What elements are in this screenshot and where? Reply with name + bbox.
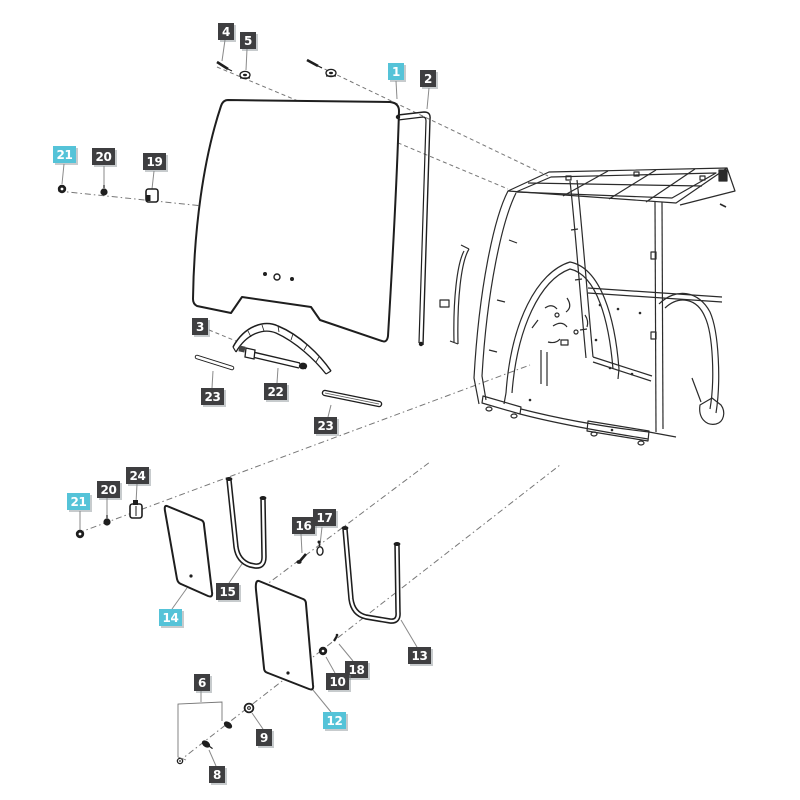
part-label-20a[interactable]: 20 <box>92 148 115 165</box>
part-label-23b[interactable]: 23 <box>314 417 337 434</box>
rear-window-sensor-dots <box>263 272 294 281</box>
part-label-13[interactable]: 13 <box>408 647 431 664</box>
part-label-8[interactable]: 8 <box>209 766 225 783</box>
screw-part-16 <box>296 553 307 564</box>
part-label-1[interactable]: 1 <box>388 63 404 80</box>
part-label-3[interactable]: 3 <box>192 318 208 335</box>
part-label-24[interactable]: 24 <box>126 467 149 484</box>
part-label-18[interactable]: 18 <box>345 661 368 678</box>
trim-strip-part-23a <box>194 354 235 371</box>
screw-part-8 <box>201 740 213 750</box>
washer-part-9 <box>243 702 255 714</box>
part-label-4[interactable]: 4 <box>218 23 234 40</box>
ball-stud-part-20b <box>103 515 111 526</box>
screw-part-6-kit <box>223 721 233 729</box>
fastener-part-6-kit-small <box>176 757 184 765</box>
screw-part-4b <box>306 58 323 69</box>
grommet-part-5 <box>239 70 251 80</box>
part-label-10[interactable]: 10 <box>326 673 349 690</box>
part-label-6[interactable]: 6 <box>194 674 210 691</box>
part-label-2[interactable]: 2 <box>420 70 436 87</box>
part-label-12[interactable]: 12 <box>323 712 346 729</box>
grommet-part-17 <box>316 540 324 556</box>
leader-lines <box>61 39 430 767</box>
window-seal-strip-part <box>395 111 431 347</box>
kit-group-outline-part-6 <box>177 701 223 761</box>
part-label-16[interactable]: 16 <box>292 517 315 534</box>
ball-stud-part-20a <box>100 185 108 196</box>
door-glass-part-12 <box>254 579 315 691</box>
grommet-part-5b <box>325 68 337 78</box>
pin-part-18 <box>333 633 339 642</box>
part-label-15[interactable]: 15 <box>216 583 239 600</box>
part-label-17[interactable]: 17 <box>313 509 336 526</box>
clip-part-19 <box>145 188 159 203</box>
glass-channel-part-13 <box>341 526 401 624</box>
part-label-21b[interactable]: 21 <box>67 493 90 510</box>
part-label-19[interactable]: 19 <box>143 153 166 170</box>
clip-part-24 <box>129 500 143 519</box>
nut-part-21b <box>75 529 85 539</box>
nut-part-21a <box>57 184 67 194</box>
rear-window-glass-part <box>192 99 400 343</box>
part-label-14[interactable]: 14 <box>159 609 182 626</box>
grab-handle-part-22 <box>238 345 308 370</box>
part-label-22[interactable]: 22 <box>264 383 287 400</box>
glass-channel-part-15 <box>225 477 267 569</box>
part-label-20b[interactable]: 20 <box>97 481 120 498</box>
screw-part-4 <box>216 60 233 72</box>
cab-frame-illustration <box>439 167 736 446</box>
arched-trim-part-3 <box>232 322 332 375</box>
part-label-5[interactable]: 5 <box>240 32 256 49</box>
part-label-23a[interactable]: 23 <box>201 388 224 405</box>
trim-strip-part-23b <box>321 389 383 408</box>
side-glass-part-14 <box>163 504 214 598</box>
part-label-21a[interactable]: 21 <box>53 146 76 163</box>
grommet-part-10 <box>318 646 328 656</box>
part-label-9[interactable]: 9 <box>256 729 272 746</box>
